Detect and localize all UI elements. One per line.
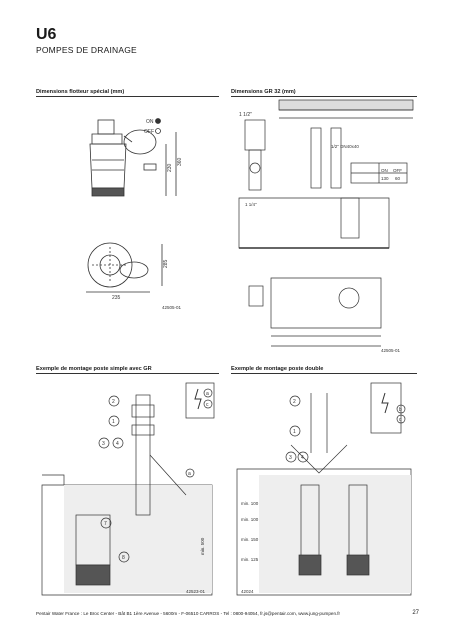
double-mount-label: Exemple de montage poste double bbox=[231, 366, 324, 372]
page-title: U6 bbox=[36, 26, 57, 43]
double-level-2: min. 100 bbox=[241, 517, 259, 522]
double-callout-3: 3 bbox=[289, 455, 292, 461]
simple-callout-3: 3 bbox=[102, 441, 105, 447]
simple-callout-2: 2 bbox=[112, 399, 115, 405]
gr32-figure-id: 42505-01 bbox=[381, 348, 401, 353]
float-dims-label: Dimensions flotteur spécial (mm) bbox=[36, 89, 125, 95]
simple-callout-c: c bbox=[206, 402, 209, 408]
simple-mount-figure: 2 1 3 4 a c a 7 8 min. 500 42523-01 bbox=[36, 375, 219, 600]
gr32-dims-figure: 1 1/2" 1/2" DN40x40 1 1/4" ON OFF 130 60… bbox=[231, 98, 417, 356]
double-figure-id: 42024 bbox=[241, 589, 254, 594]
double-mount-rule bbox=[231, 373, 417, 374]
simple-callout-a: a bbox=[206, 391, 209, 397]
double-mount-figure: 2 1 3 4 b c min. 100 min. 100 min. 150 m… bbox=[231, 375, 417, 600]
simple-callout-8: 8 bbox=[122, 555, 125, 561]
dim-360: 360 bbox=[177, 157, 183, 166]
double-callout-c: c bbox=[399, 417, 402, 423]
double-callout-1: 1 bbox=[293, 429, 296, 435]
float-figure-id: 42505-01 bbox=[162, 305, 182, 310]
double-level-3: min. 150 bbox=[241, 537, 259, 542]
simple-callout-a2: a bbox=[188, 471, 191, 477]
gr32-dims-label: Dimensions GR 32 (mm) bbox=[231, 89, 296, 95]
gr32-table-on-val: 130 bbox=[381, 176, 389, 181]
gr32-thread-top: 1 1/2" bbox=[239, 112, 252, 118]
simple-figure-id: 42523-01 bbox=[186, 589, 206, 594]
simple-callout-1: 1 bbox=[112, 419, 115, 425]
float-dims-figure: ON OFF 230 360 285 235 42505-01 bbox=[70, 100, 220, 315]
double-level-1: min. 100 bbox=[241, 501, 259, 506]
gr32-thread-side: 1/2" DN40x40 bbox=[331, 144, 359, 149]
float-dims-rule bbox=[36, 96, 219, 97]
gr32-table-off-val: 60 bbox=[395, 176, 401, 181]
page-number: 27 bbox=[412, 610, 419, 616]
dim-230: 230 bbox=[167, 163, 173, 172]
simple-dim-min: min. 500 bbox=[200, 537, 205, 555]
gr32-dims-rule bbox=[231, 96, 417, 97]
double-callout-b: b bbox=[399, 407, 402, 413]
double-level-4: min. 125 bbox=[241, 557, 259, 562]
simple-callout-7: 7 bbox=[104, 521, 107, 527]
switch-on-label: ON bbox=[146, 119, 154, 125]
simple-mount-label: Exemple de montage poste simple avec GR bbox=[36, 366, 152, 372]
footer-text: Pentair Water France : Le Broc Center - … bbox=[36, 611, 341, 616]
simple-mount-rule bbox=[36, 373, 219, 374]
simple-callout-4: 4 bbox=[116, 441, 119, 447]
double-callout-4: 4 bbox=[301, 455, 304, 461]
double-callout-2: 2 bbox=[293, 399, 296, 405]
switch-off-label: OFF bbox=[144, 129, 154, 135]
page-subtitle: POMPES DE DRAINAGE bbox=[36, 45, 137, 55]
dim-235: 235 bbox=[112, 295, 121, 301]
gr32-table-on: ON bbox=[381, 168, 388, 173]
dim-285: 285 bbox=[163, 259, 169, 268]
gr32-table-off: OFF bbox=[393, 168, 402, 173]
gr32-thread-left: 1 1/4" bbox=[245, 202, 257, 207]
